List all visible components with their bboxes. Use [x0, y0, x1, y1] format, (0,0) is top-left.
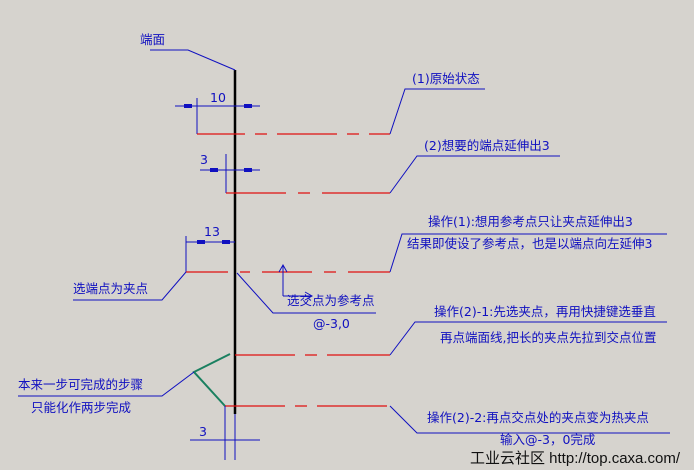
state1-group: 10 (1)原始状态	[175, 71, 485, 135]
op21-group: 操作(2)-1:先选夹点，再用快捷键选垂直 再点端面线,把长的夹点先拉到交点位置…	[18, 304, 667, 415]
two-steps-line2: 只能化作两步完成	[31, 400, 131, 415]
end-face-leader	[150, 49, 236, 71]
dimension-13: 13	[204, 224, 220, 239]
dimension-3-bottom: 3	[199, 424, 207, 439]
select-endpoint-label: 选端点为夹点	[73, 281, 148, 296]
watermark: 工业云社区 http://top.caxa.com/	[470, 450, 681, 467]
op21-line2: 再点端面线,把长的夹点先拉到交点位置	[440, 330, 656, 345]
state2-group: 3 (2)想要的端点延伸出3	[200, 138, 560, 194]
input-offset-1: @-3,0	[313, 316, 350, 331]
op22-line2: 输入@-3，0完成	[500, 432, 595, 447]
select-intersection-label: 选交点为参考点	[287, 293, 375, 308]
state2-label: (2)想要的端点延伸出3	[424, 138, 550, 153]
op1-line1: 操作(1):想用参考点只让夹点延伸出3	[428, 214, 633, 229]
op22-group: 操作(2)-2:再点交点处的夹点变为热夹点 输入@-3，0完成 3	[190, 405, 670, 460]
dimension-10: 10	[210, 90, 226, 105]
op1-line2: 结果即使设了参考点，也是以端点向左延伸3	[407, 236, 652, 251]
state1-label: (1)原始状态	[412, 71, 480, 86]
two-steps-line1: 本来一步可完成的步骤	[18, 377, 143, 392]
dimension-3-top: 3	[200, 152, 208, 167]
op1-group: 13 操作(1):想用参考点只让夹点延伸出3 结果即使设了参考点，也是以端点向左…	[73, 214, 667, 331]
end-face-label: 端面	[140, 32, 165, 47]
op22-line1: 操作(2)-2:再点交点处的夹点变为热夹点	[427, 410, 649, 425]
op21-line1: 操作(2)-1:先选夹点，再用快捷键选垂直	[434, 304, 656, 319]
